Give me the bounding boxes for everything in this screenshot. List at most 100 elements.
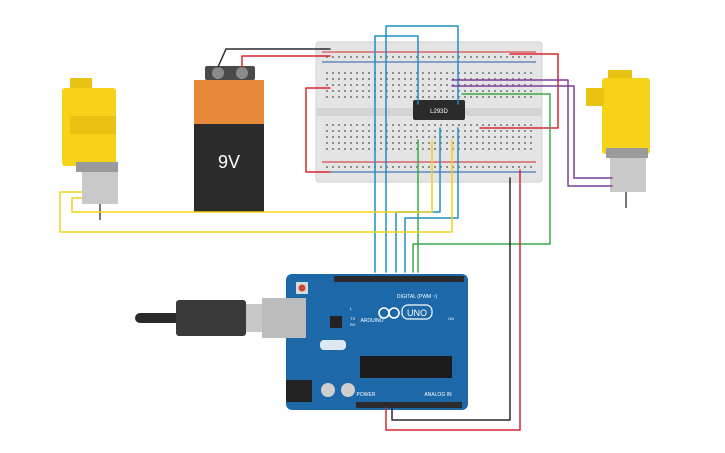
breadboard-hole bbox=[362, 130, 364, 132]
breadboard-hole bbox=[440, 166, 442, 168]
wire-purple-1 bbox=[451, 79, 613, 187]
breadboard-hole bbox=[494, 78, 496, 80]
breadboard-hole bbox=[422, 78, 424, 80]
breadboard-hole bbox=[524, 84, 526, 86]
breadboard-hole bbox=[506, 142, 508, 144]
breadboard-hole bbox=[428, 148, 430, 150]
breadboard-hole bbox=[398, 78, 400, 80]
breadboard-hole bbox=[458, 124, 460, 126]
breadboard-hole bbox=[362, 72, 364, 74]
breadboard-hole bbox=[404, 148, 406, 150]
breadboard-hole bbox=[476, 78, 478, 80]
breadboard-hole bbox=[332, 78, 334, 80]
breadboard-hole bbox=[422, 72, 424, 74]
breadboard-hole bbox=[398, 130, 400, 132]
breadboard-hole bbox=[494, 148, 496, 150]
breadboard-hole bbox=[404, 96, 406, 98]
breadboard-hole bbox=[422, 96, 424, 98]
breadboard-hole bbox=[368, 90, 370, 92]
breadboard-hole bbox=[428, 130, 430, 132]
breadboard-hole bbox=[434, 130, 436, 132]
breadboard-hole bbox=[416, 136, 418, 138]
breadboard-hole bbox=[458, 148, 460, 150]
breadboard-hole bbox=[428, 166, 430, 168]
power-analog-header bbox=[356, 402, 462, 408]
breadboard-hole bbox=[386, 96, 388, 98]
breadboard-hole bbox=[422, 124, 424, 126]
breadboard-hole bbox=[434, 56, 436, 58]
breadboard-hole bbox=[422, 84, 424, 86]
breadboard-hole bbox=[494, 96, 496, 98]
breadboard-hole bbox=[482, 72, 484, 74]
breadboard-hole bbox=[410, 56, 412, 58]
breadboard-hole bbox=[332, 136, 334, 138]
breadboard-hole bbox=[500, 78, 502, 80]
breadboard-hole bbox=[392, 142, 394, 144]
wires bbox=[59, 25, 613, 431]
breadboard-hole bbox=[518, 56, 520, 58]
breadboard-hole bbox=[350, 166, 352, 168]
breadboard-hole bbox=[350, 130, 352, 132]
breadboard-hole bbox=[356, 90, 358, 92]
usb-cable bbox=[135, 300, 268, 336]
breadboard-hole bbox=[464, 166, 466, 168]
breadboard-hole bbox=[458, 136, 460, 138]
breadboard-hole bbox=[350, 142, 352, 144]
breadboard-hole bbox=[392, 84, 394, 86]
breadboard-hole bbox=[362, 90, 364, 92]
breadboard-hole bbox=[332, 142, 334, 144]
breadboard-hole bbox=[350, 124, 352, 126]
breadboard-hole bbox=[380, 148, 382, 150]
breadboard-hole bbox=[512, 142, 514, 144]
digital-header bbox=[334, 276, 464, 282]
breadboard-hole bbox=[530, 130, 532, 132]
breadboard-hole bbox=[470, 166, 472, 168]
breadboard-hole bbox=[362, 96, 364, 98]
breadboard-hole bbox=[344, 148, 346, 150]
breadboard-hole bbox=[368, 96, 370, 98]
breadboard-hole bbox=[416, 148, 418, 150]
breadboard-hole bbox=[386, 166, 388, 168]
breadboard-hole bbox=[518, 84, 520, 86]
breadboard-hole bbox=[350, 78, 352, 80]
breadboard-hole bbox=[524, 78, 526, 80]
breadboard-hole bbox=[356, 72, 358, 74]
breadboard-hole bbox=[332, 166, 334, 168]
wire-arduino-5v bbox=[385, 169, 521, 431]
breadboard-hole bbox=[362, 136, 364, 138]
digital-label: DIGITAL (PWM ~) bbox=[397, 294, 437, 300]
breadboard-hole bbox=[464, 130, 466, 132]
breadboard-hole bbox=[446, 72, 448, 74]
breadboard-hole bbox=[506, 130, 508, 132]
breadboard-hole bbox=[392, 136, 394, 138]
breadboard-hole bbox=[518, 96, 520, 98]
breadboard-hole bbox=[494, 56, 496, 58]
breadboard-hole bbox=[440, 142, 442, 144]
breadboard-hole bbox=[506, 72, 508, 74]
breadboard-hole bbox=[530, 84, 532, 86]
breadboard-hole bbox=[506, 56, 508, 58]
breadboard-hole bbox=[398, 96, 400, 98]
breadboard-hole bbox=[434, 142, 436, 144]
breadboard-hole bbox=[518, 148, 520, 150]
breadboard-hole bbox=[446, 90, 448, 92]
breadboard-hole bbox=[392, 148, 394, 150]
breadboard-hole bbox=[464, 96, 466, 98]
breadboard-hole bbox=[368, 72, 370, 74]
breadboard-hole bbox=[404, 78, 406, 80]
breadboard-hole bbox=[326, 124, 328, 126]
breadboard-hole bbox=[380, 56, 382, 58]
breadboard-hole bbox=[422, 130, 424, 132]
breadboard-hole bbox=[344, 72, 346, 74]
breadboard-hole bbox=[386, 72, 388, 74]
breadboard-hole bbox=[392, 130, 394, 132]
breadboard-hole bbox=[488, 142, 490, 144]
breadboard-hole bbox=[368, 78, 370, 80]
breadboard-hole bbox=[386, 56, 388, 58]
breadboard-hole bbox=[356, 130, 358, 132]
breadboard-hole bbox=[428, 136, 430, 138]
breadboard-hole bbox=[410, 78, 412, 80]
breadboard-hole bbox=[356, 84, 358, 86]
wire-arduino-gnd bbox=[391, 177, 511, 421]
breadboard-hole bbox=[338, 56, 340, 58]
